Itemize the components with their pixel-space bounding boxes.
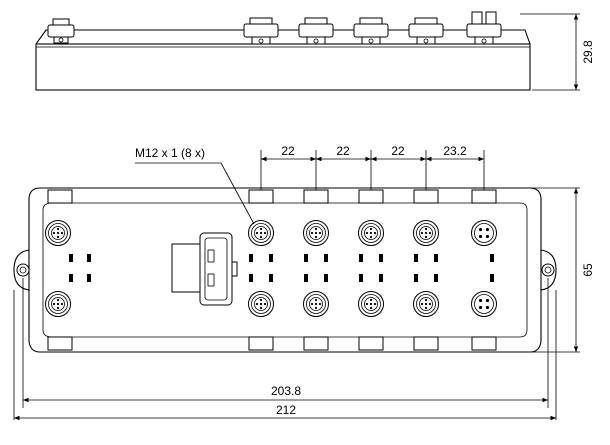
io-port-6: [303, 291, 329, 317]
inner-width-dim: 203.8: [271, 384, 301, 398]
side-height-dim: 29.8: [581, 40, 595, 64]
side-connector: [298, 17, 334, 45]
address-switch-cover: [171, 232, 238, 306]
side-power-connector: [466, 11, 502, 45]
spacing-dim-3: 22: [391, 144, 405, 158]
side-connector: [353, 17, 389, 45]
side-connector: [243, 17, 279, 45]
io-port-5: [248, 291, 274, 317]
power-out-connector: [471, 291, 497, 317]
side-connector-left: [47, 18, 75, 44]
top-height-dim: 65: [581, 263, 595, 277]
io-port-4: [413, 220, 439, 246]
mounting-ear-left: [13, 249, 30, 291]
spacing-dim-4: 23.2: [443, 144, 467, 158]
io-port-8: [413, 291, 439, 317]
bus-connector-bottom: [45, 291, 71, 317]
power-in-connector: [471, 220, 497, 246]
side-connector: [408, 17, 444, 45]
spacing-dim-1: 22: [281, 144, 295, 158]
io-port-3: [358, 220, 384, 246]
overall-width-dim: 212: [276, 403, 296, 417]
io-port-1: [248, 220, 274, 246]
status-leds: [249, 254, 494, 282]
top-view: M12 x 1 (8 x) 22 22 22 23.2 65 203.8 212: [13, 144, 595, 421]
bus-connector-top: [45, 220, 71, 246]
side-view: 29.8: [35, 11, 595, 91]
io-port-7: [358, 291, 384, 317]
io-port-2: [303, 220, 329, 246]
mounting-ear-right: [540, 249, 557, 291]
connector-callout: M12 x 1 (8 x): [135, 146, 205, 160]
spacing-dim-2: 22: [336, 144, 350, 158]
